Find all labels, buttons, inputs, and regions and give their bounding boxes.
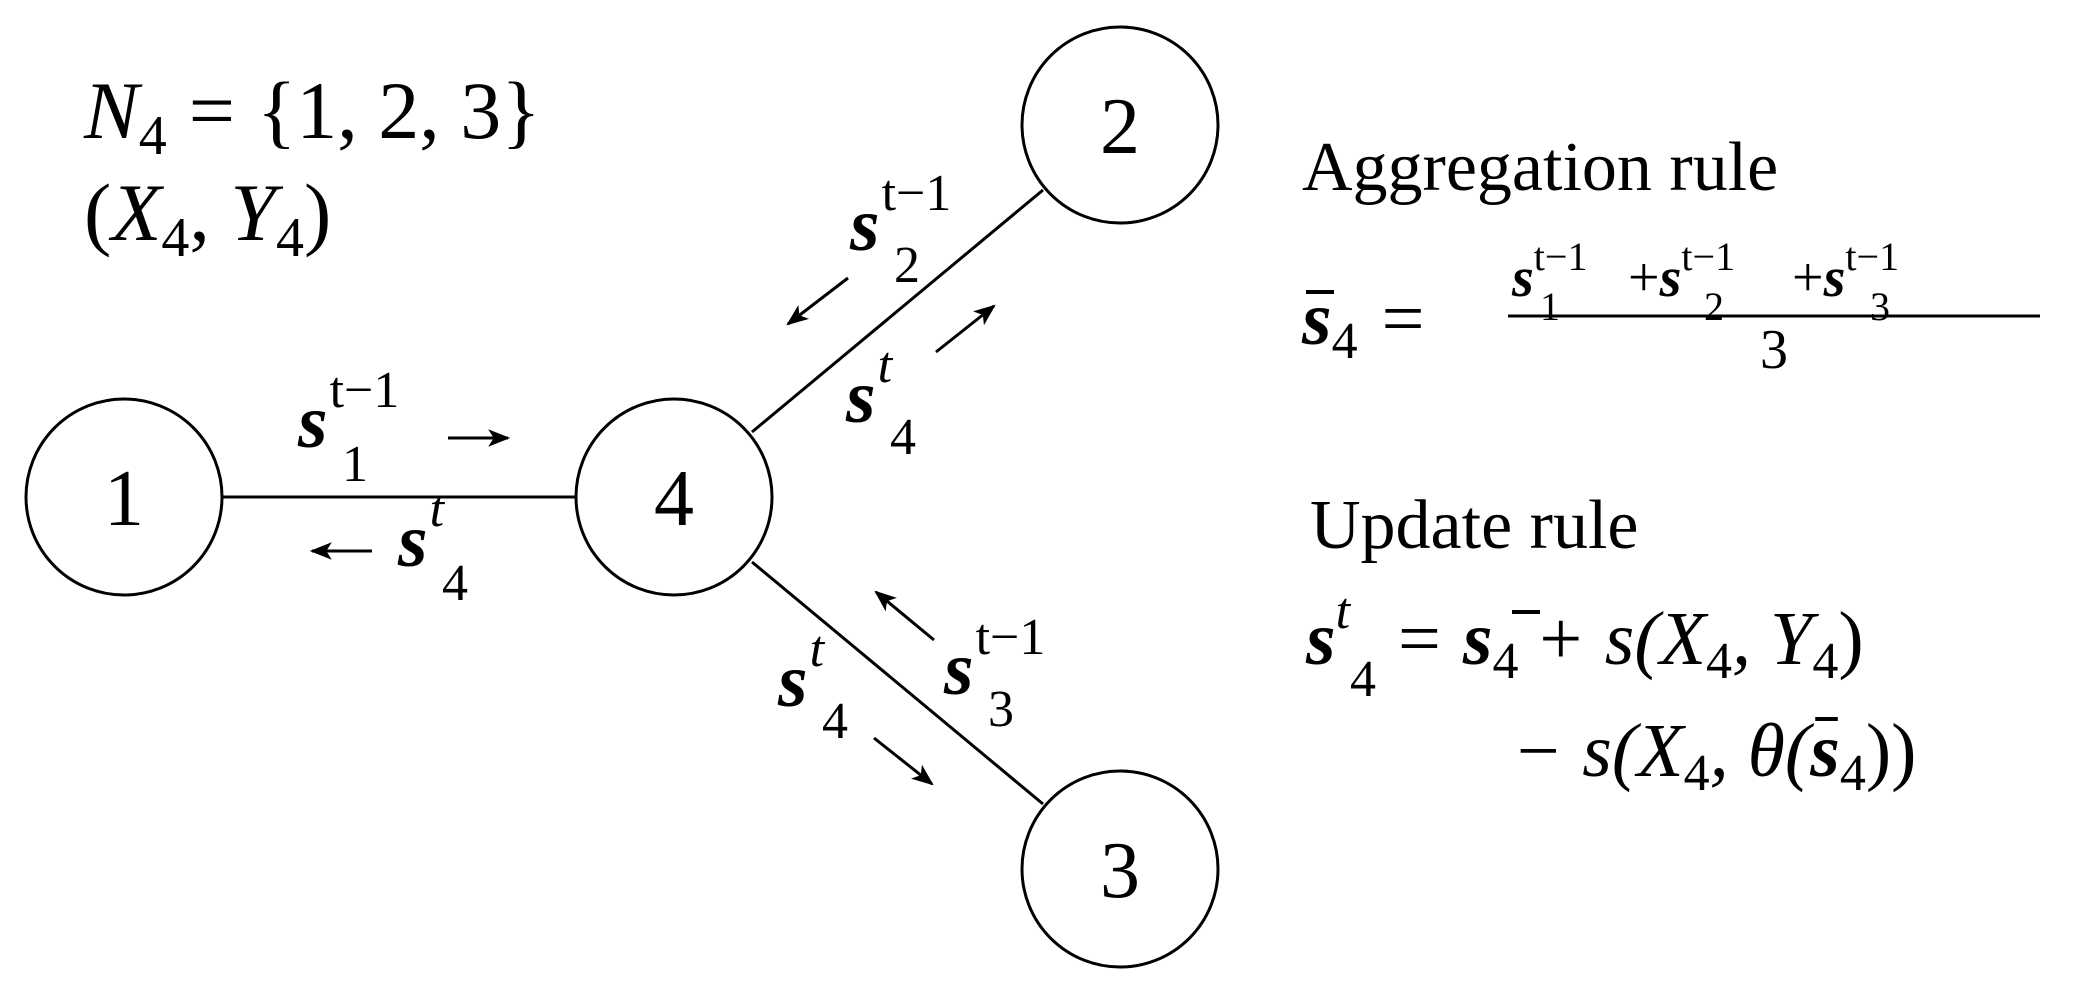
node-3: 3 <box>1020 769 1220 969</box>
node-1: 1 <box>24 397 224 597</box>
aggregation-denominator: 3 <box>1760 319 1788 381</box>
arrow-3-to-4 <box>874 590 935 642</box>
node-3-label: 3 <box>1100 827 1140 915</box>
node-1-label: 1 <box>104 455 144 543</box>
neighborhood-equals: = <box>189 65 235 156</box>
node-2: 2 <box>1020 25 1220 225</box>
node-2-label: 2 <box>1100 83 1140 171</box>
node-4-label: 4 <box>654 455 694 543</box>
arrow-2-to-4 <box>786 276 849 326</box>
update-formula-line-2: − s(X4, θ(s4)) <box>1512 709 1916 802</box>
neighborhood-symbol: N <box>83 65 143 156</box>
node-4: 4 <box>574 397 774 597</box>
update-rule-title: Update rule <box>1310 487 1638 564</box>
local-data-pair: (X4, Y4) <box>84 167 331 269</box>
edge-4-3 <box>751 560 1044 806</box>
neighborhood-set: N4 ={1, 2, 3} <box>83 65 541 167</box>
neighborhood-subscript: 4 <box>139 105 167 167</box>
neighborhood-members: {1, 2, 3} <box>257 65 541 156</box>
update-formula-line-1: st4=s4+ s(X4, Y4) <box>1305 583 1864 708</box>
arrow-4-to-3 <box>873 736 934 786</box>
update-formula: st4=s4+ s(X4, Y4) − s(X4, θ(s4)) <box>1305 583 1916 802</box>
edge-4-2 <box>751 188 1044 434</box>
arrow-4-to-2 <box>935 304 996 354</box>
aggregation-rule-title: Aggregation rule <box>1302 129 1778 206</box>
aggregation-lhs-symbol: s <box>1301 277 1332 361</box>
